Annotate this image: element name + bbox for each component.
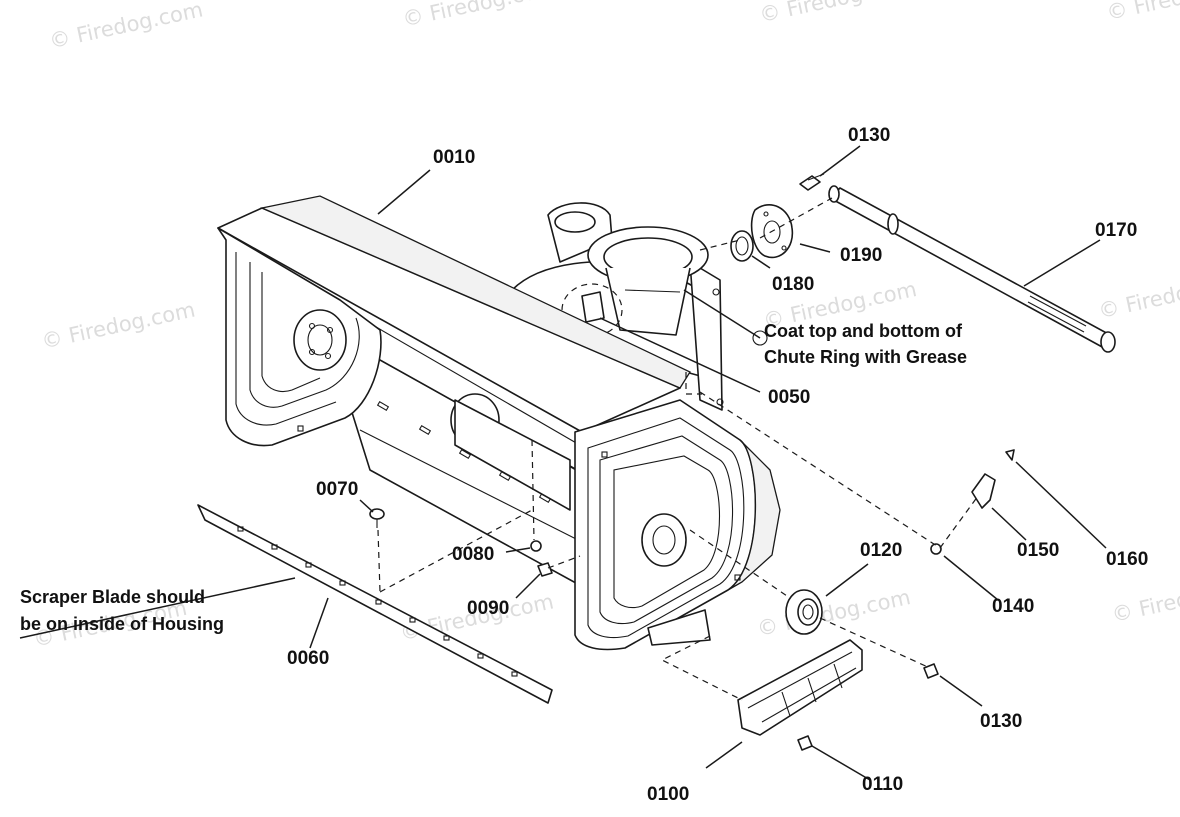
label-0190: 0190 bbox=[840, 245, 882, 266]
grease-note-line2: Chute Ring with Grease bbox=[764, 347, 967, 367]
label-0140: 0140 bbox=[992, 596, 1034, 617]
watermark-text: © Firedog.com bbox=[755, 585, 913, 641]
bolt-0130-bottom bbox=[923, 663, 939, 679]
skid-shoe-0100 bbox=[737, 639, 863, 736]
grease-marker-icon bbox=[752, 330, 768, 346]
scraper-note-line2: be on inside of Housing bbox=[20, 614, 224, 634]
housing-0010 bbox=[217, 195, 781, 651]
label-0160: 0160 bbox=[1106, 549, 1148, 570]
label-0110: 0110 bbox=[862, 774, 903, 795]
leader-lines bbox=[19, 145, 1107, 781]
watermark-text: © Firedog.com bbox=[1104, 0, 1180, 25]
nut-0140 bbox=[930, 543, 942, 555]
label-0060: 0060 bbox=[287, 648, 329, 669]
chute-mount bbox=[511, 202, 724, 411]
auger-shaft-0170 bbox=[828, 185, 1116, 353]
watermark-text: © Firedog.com bbox=[757, 0, 915, 27]
bearing-0120 bbox=[785, 589, 823, 635]
notes: Coat top and bottom of Chute Ring with G… bbox=[20, 321, 967, 634]
label-0130-top: 0130 bbox=[848, 125, 890, 146]
watermark-text: © Firedog.com bbox=[47, 0, 205, 53]
label-0120: 0120 bbox=[860, 540, 902, 561]
bolt-0090 bbox=[537, 562, 553, 577]
label-0130-bottom: 0130 bbox=[980, 711, 1022, 732]
callout-labels: 0010 0130 0170 0190 0180 0050 0070 0080 … bbox=[287, 125, 1148, 805]
watermark-text: © Firedog.com bbox=[1110, 571, 1180, 627]
carriage-bolt-0070 bbox=[369, 508, 385, 528]
label-0090: 0090 bbox=[467, 598, 509, 619]
screw-0160 bbox=[1005, 449, 1015, 461]
scraper-note-line1: Scraper Blade should bbox=[20, 587, 205, 607]
grease-note-line1: Coat top and bottom of bbox=[764, 321, 963, 341]
watermark-text: © Firedog.com bbox=[1096, 267, 1180, 323]
label-0070: 0070 bbox=[316, 479, 358, 500]
nut-0080 bbox=[530, 540, 542, 552]
nut-0110 bbox=[797, 735, 813, 751]
scraper-blade-0060 bbox=[197, 504, 553, 704]
watermark-text: © Firedog.com bbox=[39, 298, 197, 354]
watermark-text: © Firedog.com bbox=[400, 0, 558, 31]
bearing-0180 bbox=[730, 230, 754, 262]
label-0170: 0170 bbox=[1095, 220, 1137, 241]
wing-0150 bbox=[971, 473, 996, 509]
label-0010: 0010 bbox=[433, 147, 475, 168]
label-0180: 0180 bbox=[772, 274, 814, 295]
label-0100: 0100 bbox=[647, 784, 689, 805]
label-0150: 0150 bbox=[1017, 540, 1059, 561]
label-0080: 0080 bbox=[452, 544, 494, 565]
label-0050: 0050 bbox=[768, 387, 810, 408]
assembly-lines bbox=[377, 197, 979, 701]
